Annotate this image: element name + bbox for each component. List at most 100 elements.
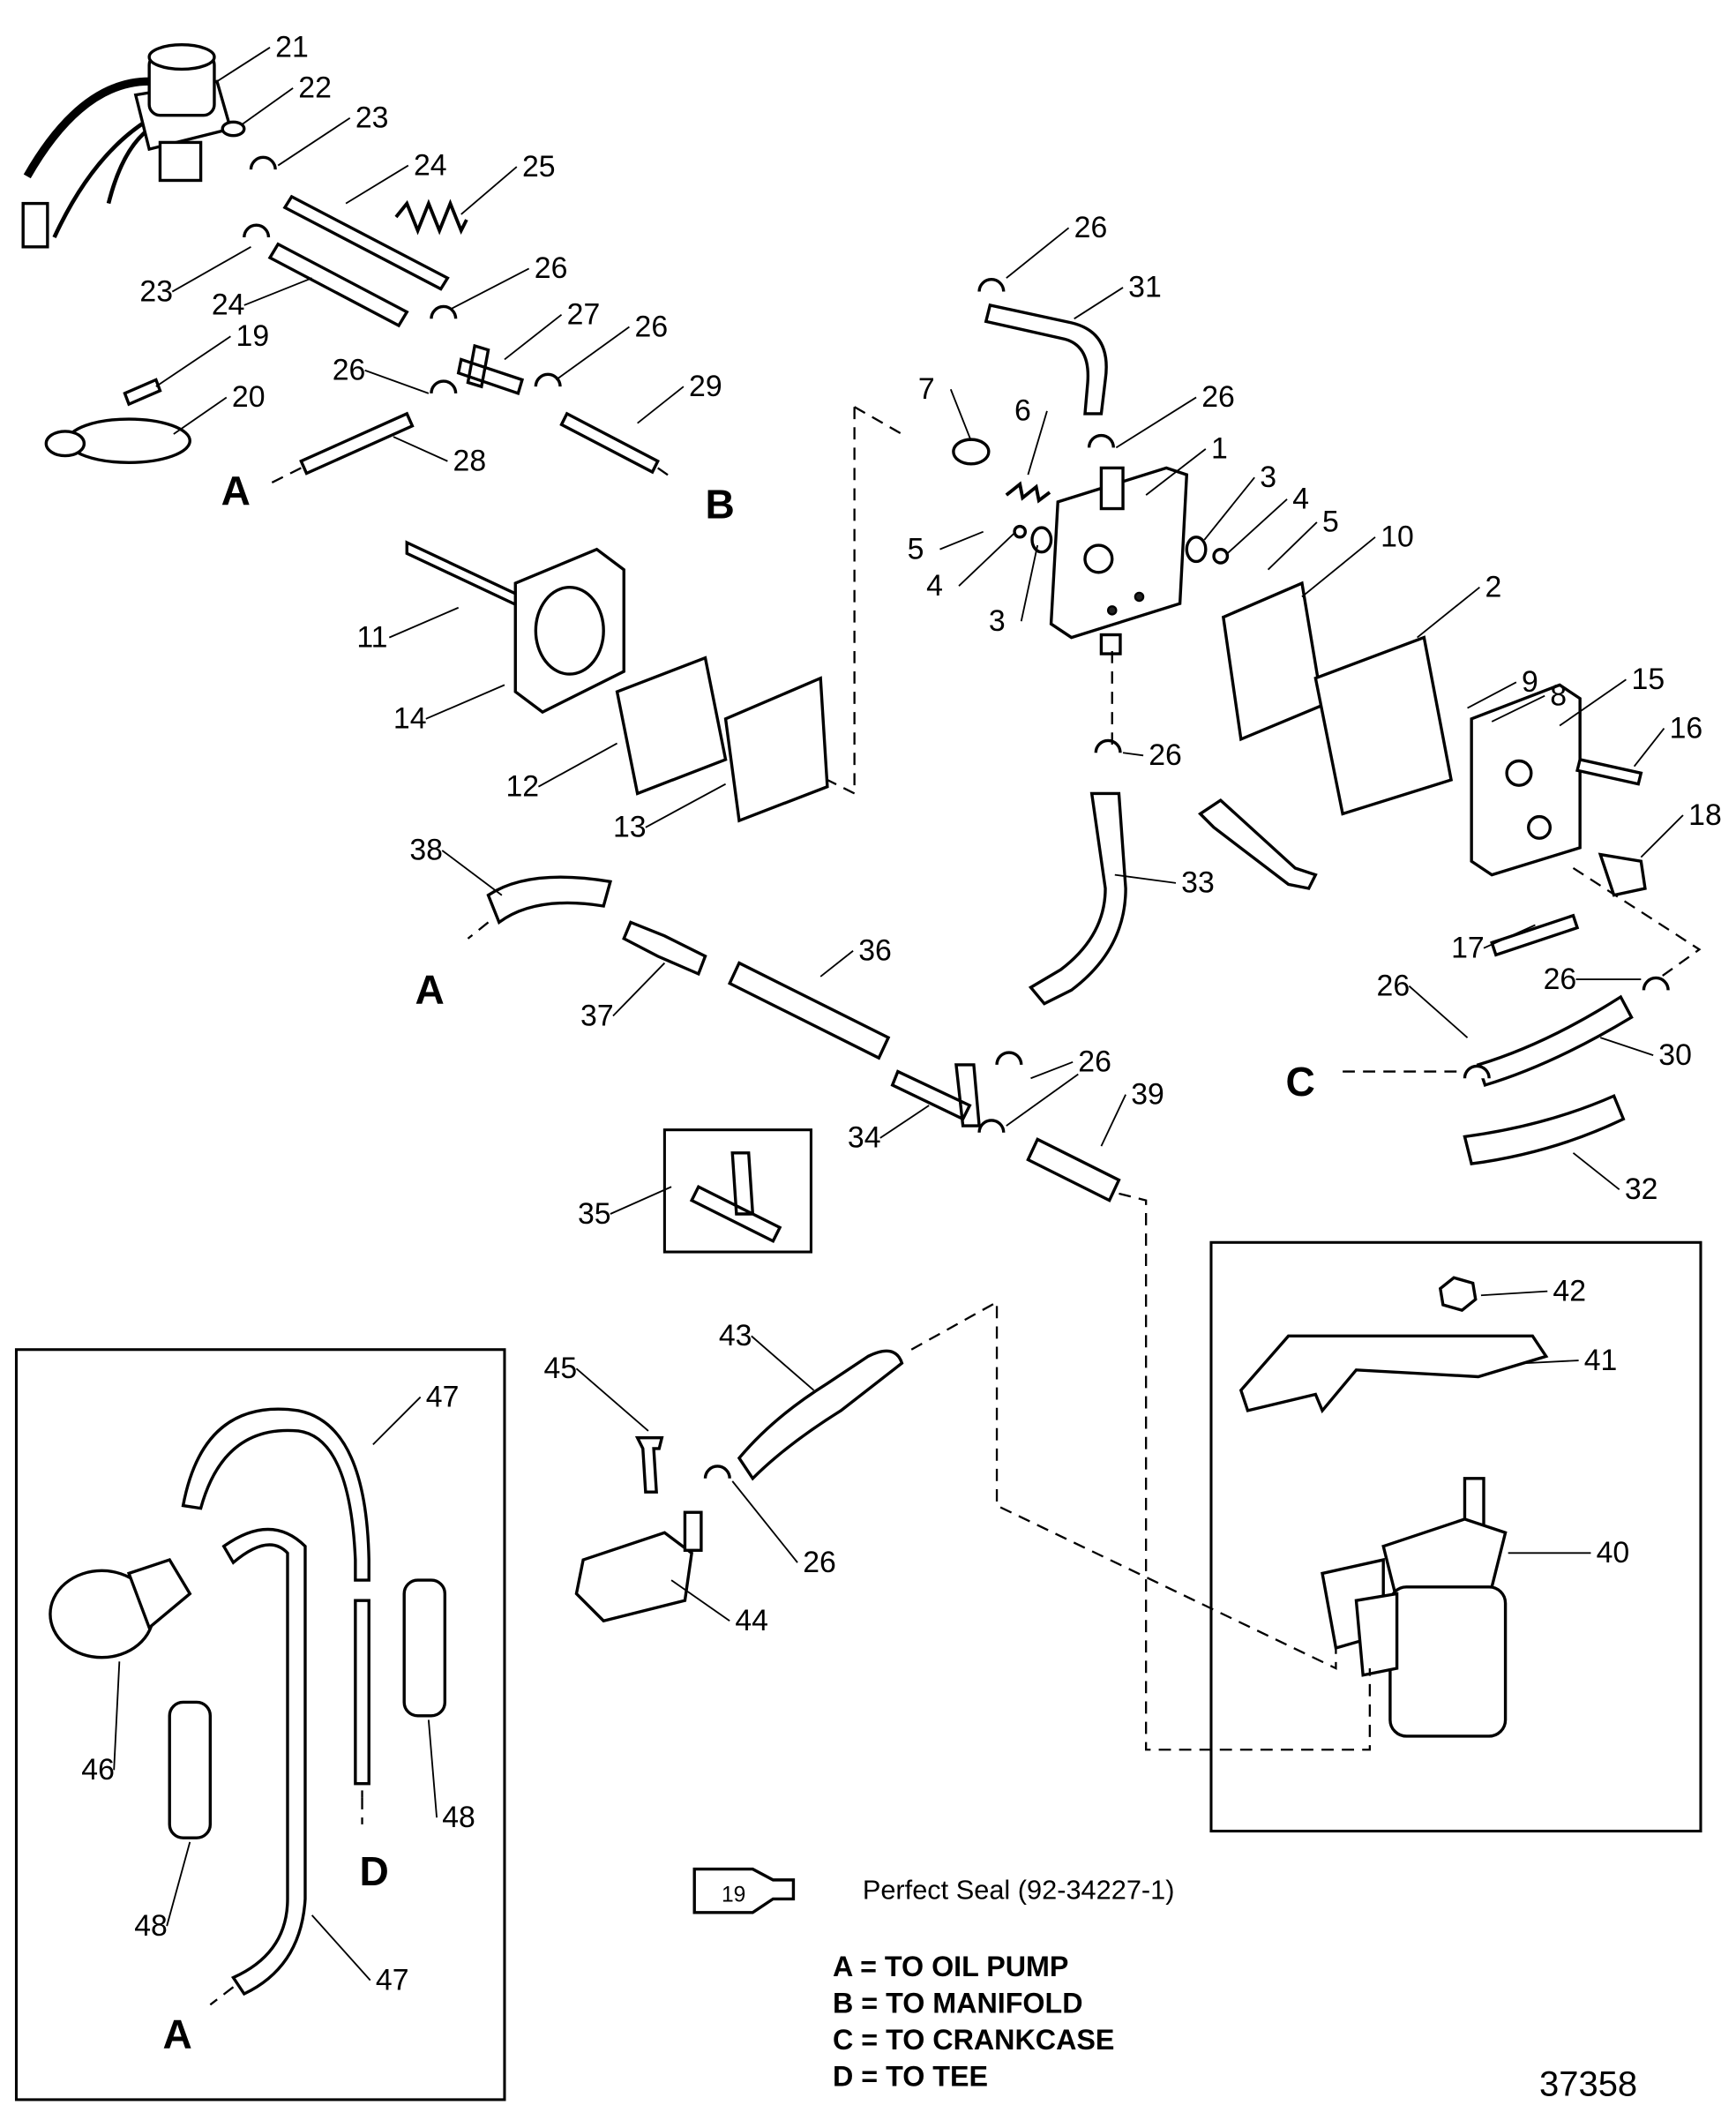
part-20-clamp xyxy=(44,417,191,464)
callout-43: 43 xyxy=(719,1319,752,1352)
part-14-pump-base xyxy=(405,540,625,715)
callout-3: 3 xyxy=(1260,461,1276,494)
callout-45: 45 xyxy=(544,1352,578,1385)
part-26-clamp-2 xyxy=(430,379,458,393)
callout-26: 26 xyxy=(1078,1045,1111,1079)
part-7-diaphragm-cap xyxy=(952,438,991,466)
arrow-icon xyxy=(657,467,672,479)
legend-a: A = TO OIL PUMP xyxy=(833,1951,1068,1982)
leader-line xyxy=(1572,1152,1620,1191)
leader-line xyxy=(1100,1094,1126,1147)
part-46-primer-bulb xyxy=(49,1558,192,1659)
leader-line xyxy=(241,87,294,126)
callout-9: 9 xyxy=(1522,665,1538,699)
callout-13: 13 xyxy=(613,811,647,844)
part-3-valve xyxy=(1030,526,1053,554)
connection-legend: A = TO OIL PUMP B = TO MANIFOLD C = TO C… xyxy=(833,1951,1114,2093)
part-21-solenoid xyxy=(21,43,246,249)
callout-31: 31 xyxy=(1128,271,1162,304)
part-3-valve-2 xyxy=(1185,536,1208,564)
leader-line xyxy=(751,1335,815,1391)
callout-11: 11 xyxy=(356,620,387,654)
callout-24: 24 xyxy=(414,148,447,182)
callout-26: 26 xyxy=(1377,969,1410,1002)
part-39-hose xyxy=(1026,1137,1121,1202)
part-23-clamp-2 xyxy=(243,223,271,238)
leader-line xyxy=(1145,448,1207,496)
part-4-washer xyxy=(1013,524,1028,539)
part-42-nut xyxy=(1438,1276,1478,1313)
leader-line xyxy=(819,950,854,978)
callout-5: 5 xyxy=(1322,506,1339,539)
callout-37: 37 xyxy=(580,999,614,1032)
arrow-icon xyxy=(467,921,490,940)
part-4-washer-2 xyxy=(1212,547,1230,565)
callout-41: 41 xyxy=(1584,1344,1618,1377)
callout-28: 28 xyxy=(453,444,487,477)
callout-33: 33 xyxy=(1181,866,1215,900)
callout-8: 8 xyxy=(1550,678,1567,712)
callout-18: 18 xyxy=(1688,798,1722,832)
legend-d: D = TO TEE xyxy=(833,2061,988,2093)
callout-30: 30 xyxy=(1658,1038,1692,1072)
leader-line xyxy=(113,1661,121,1771)
part-26-clamp-6 xyxy=(1094,738,1122,753)
leader-line xyxy=(388,606,460,639)
marker-D: D xyxy=(359,1848,388,1894)
leader-line xyxy=(1525,1360,1579,1365)
marker-B: B xyxy=(706,481,735,527)
callout-4: 4 xyxy=(1292,483,1309,516)
part-32-hose xyxy=(1463,1093,1626,1165)
part-10-gasket xyxy=(1221,581,1324,742)
tube-label: 19 xyxy=(722,1883,745,1907)
marker-A: A xyxy=(221,468,251,513)
part-29-hose xyxy=(559,411,660,475)
part-26-clamp xyxy=(430,304,458,319)
leader-line xyxy=(1480,1290,1548,1297)
part-26-clamp-3 xyxy=(534,372,562,387)
part-35-box xyxy=(662,1128,812,1254)
part-2-diaphragm xyxy=(1313,635,1454,816)
callout-14: 14 xyxy=(393,702,427,736)
parts-drawing xyxy=(14,43,1702,2101)
part-43-hose xyxy=(737,1349,904,1481)
leader-line xyxy=(575,1367,649,1432)
sealant-note: Perfect Seal (92-34227-1) xyxy=(863,1874,1175,1905)
part-38-hose xyxy=(486,875,613,925)
leader-line xyxy=(1301,536,1376,598)
leader-line xyxy=(171,246,251,293)
part-27-tee xyxy=(456,343,525,396)
callout-7: 7 xyxy=(918,372,935,406)
part-31-hose xyxy=(984,303,1108,416)
callout-5: 5 xyxy=(908,532,924,566)
callout-4: 4 xyxy=(926,569,943,603)
leader-line xyxy=(1408,985,1469,1038)
leader-line xyxy=(460,166,518,215)
callout-29: 29 xyxy=(689,370,722,403)
part-16-screw xyxy=(1575,757,1643,786)
leader-line xyxy=(1417,586,1480,639)
part-26-clamp-11 xyxy=(703,1465,731,1479)
leader-line xyxy=(1640,814,1684,858)
part-47-hose-lower xyxy=(221,1527,307,1996)
callout-22: 22 xyxy=(298,71,332,105)
part-17-screw xyxy=(1490,913,1580,957)
part-47-hose-upper xyxy=(181,1407,370,1582)
callout-48: 48 xyxy=(442,1801,475,1834)
leader-line xyxy=(731,1480,798,1563)
callout-24: 24 xyxy=(212,288,245,322)
callout-21: 21 xyxy=(275,31,309,64)
part-45-bolt xyxy=(634,1435,664,1494)
leader-line xyxy=(441,850,503,896)
arrow-icon xyxy=(209,1986,235,2006)
leader-line xyxy=(364,369,430,394)
callout-40: 40 xyxy=(1597,1536,1630,1569)
callout-2: 2 xyxy=(1485,570,1502,603)
leader-line xyxy=(879,1105,930,1139)
callout-35: 35 xyxy=(578,1197,611,1231)
callout-32: 32 xyxy=(1625,1172,1658,1206)
callout-26: 26 xyxy=(535,251,568,285)
part-40-fuel-filter xyxy=(1321,1477,1508,1738)
leader-line xyxy=(1599,1037,1654,1056)
